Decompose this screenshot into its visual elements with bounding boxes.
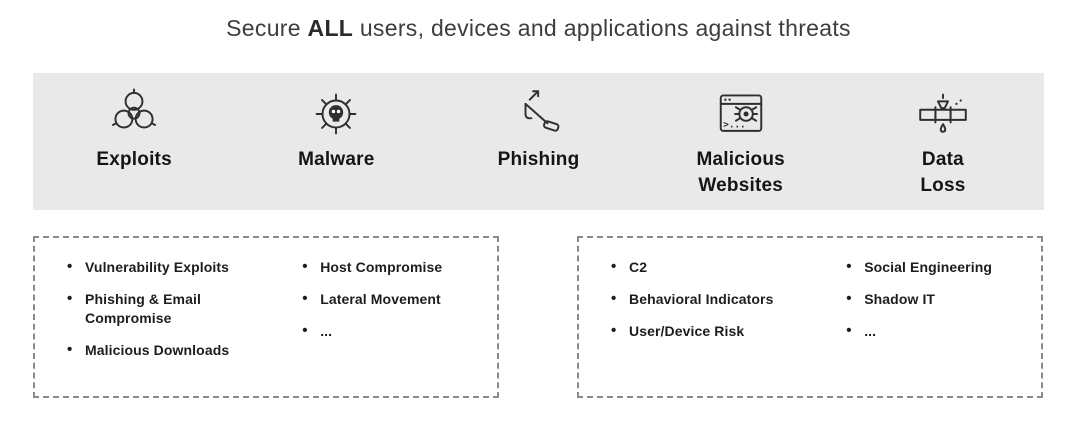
detail-box-right-column-1: C2 Behavioral Indicators User/Device Ris…: [611, 257, 846, 384]
detail-box-left-column-1: Vulnerability Exploits Phishing & Email …: [67, 257, 302, 384]
title-prefix: Secure: [226, 15, 308, 41]
detail-box-right: C2 Behavioral Indicators User/Device Ris…: [577, 236, 1043, 399]
threat-label: Malware: [298, 149, 375, 170]
threat-item-malware: Malware: [235, 86, 437, 173]
list-item: Lateral Movement: [302, 289, 482, 309]
biohazard-icon: [107, 86, 161, 142]
detail-box-left: Vulnerability Exploits Phishing & Email …: [33, 236, 499, 399]
skull-malware-icon: [309, 86, 363, 142]
threat-item-phishing: Phishing: [437, 86, 639, 173]
detail-box-right-column-2: Social Engineering Shadow IT ...: [846, 257, 1031, 384]
threat-label: Malicious Websites: [696, 149, 785, 196]
list-item: Phishing & Email Compromise: [67, 289, 247, 328]
threat-label: Data Loss: [920, 149, 966, 196]
list-item: Vulnerability Exploits: [67, 257, 247, 277]
threat-item-malicious-websites: >... Malicious Websites: [640, 86, 842, 198]
browser-bug-icon: >...: [714, 86, 768, 142]
threat-band: Exploits: [33, 73, 1044, 211]
list-item: User/Device Risk: [611, 321, 791, 341]
list-item: C2: [611, 257, 791, 277]
list-item: ...: [846, 321, 1026, 341]
page-title: Secure ALL users, devices and applicatio…: [0, 15, 1077, 42]
list-item: Host Compromise: [302, 257, 482, 277]
threat-item-data-loss: Data Loss: [842, 86, 1044, 198]
list-item: ...: [302, 321, 482, 341]
list-item: Social Engineering: [846, 257, 1026, 277]
fishing-rod-icon: [512, 86, 566, 142]
list-item: Malicious Downloads: [67, 340, 247, 360]
detail-box-left-column-2: Host Compromise Lateral Movement ...: [302, 257, 487, 384]
threat-item-exploits: Exploits: [33, 86, 235, 173]
detail-boxes: Vulnerability Exploits Phishing & Email …: [33, 236, 1043, 399]
title-suffix: users, devices and applications against …: [353, 15, 851, 41]
threat-label: Phishing: [497, 149, 580, 170]
title-bold-word: ALL: [307, 15, 354, 41]
threat-label: Exploits: [96, 149, 172, 170]
leaking-pipe-icon: [916, 86, 970, 142]
list-item: Shadow IT: [846, 289, 1026, 309]
svg-text:>...: >...: [723, 120, 745, 131]
list-item: Behavioral Indicators: [611, 289, 791, 309]
